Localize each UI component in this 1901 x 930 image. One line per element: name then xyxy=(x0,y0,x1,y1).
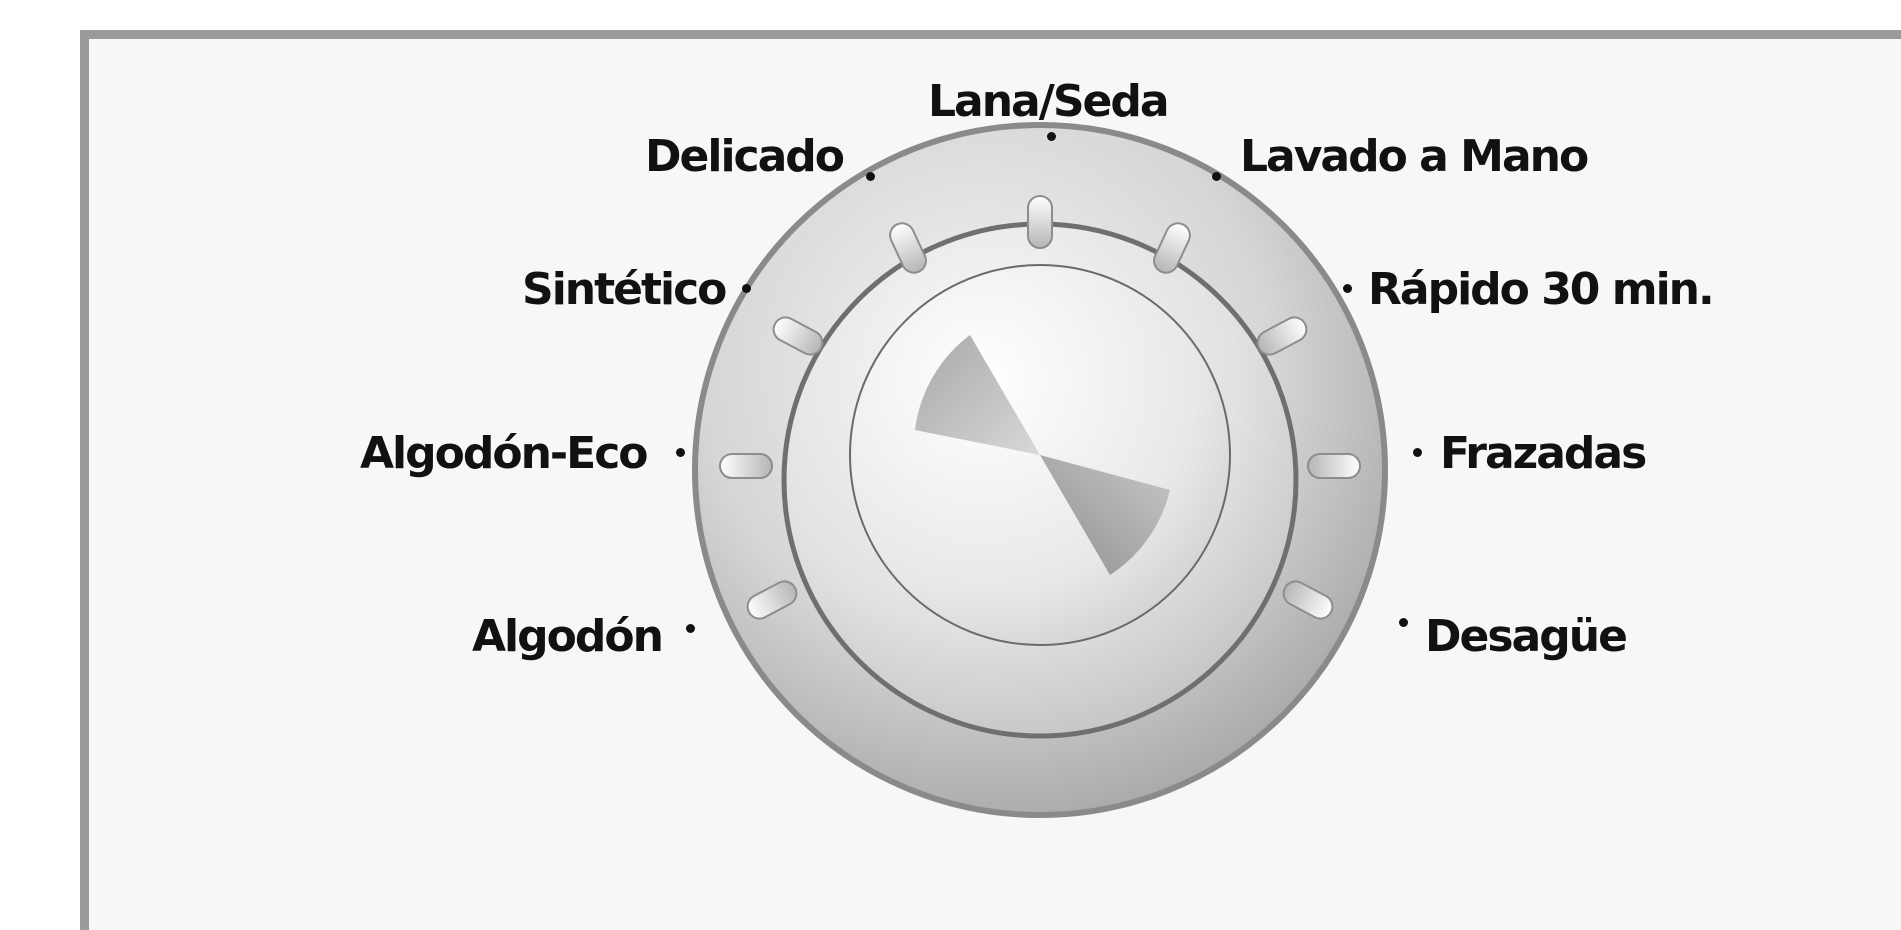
program-label-lana-seda[interactable]: Lana/Seda xyxy=(928,80,1168,124)
indicator-dot xyxy=(866,172,875,181)
program-label-delicado[interactable]: Delicado xyxy=(645,135,843,179)
indicator-dot xyxy=(676,448,685,457)
indicator-dot xyxy=(1212,172,1221,181)
program-label-algodon[interactable]: Algodón xyxy=(472,615,662,659)
indicator-dot xyxy=(1399,618,1408,627)
indicator-dot xyxy=(1047,132,1056,141)
program-label-rapido-30[interactable]: Rápido 30 min. xyxy=(1368,268,1713,312)
program-label-desague[interactable]: Desagüe xyxy=(1425,615,1626,659)
program-label-frazadas[interactable]: Frazadas xyxy=(1440,432,1645,476)
program-label-algodon-eco[interactable]: Algodón-Eco xyxy=(360,432,647,476)
program-label-lavado-a-mano[interactable]: Lavado a Mano xyxy=(1240,135,1587,179)
indicator-dot xyxy=(1413,448,1422,457)
indicator-dot xyxy=(1343,284,1352,293)
program-label-sintetico[interactable]: Sintético xyxy=(522,268,725,312)
indicator-dot xyxy=(742,284,751,293)
indicator-dot xyxy=(686,624,695,633)
